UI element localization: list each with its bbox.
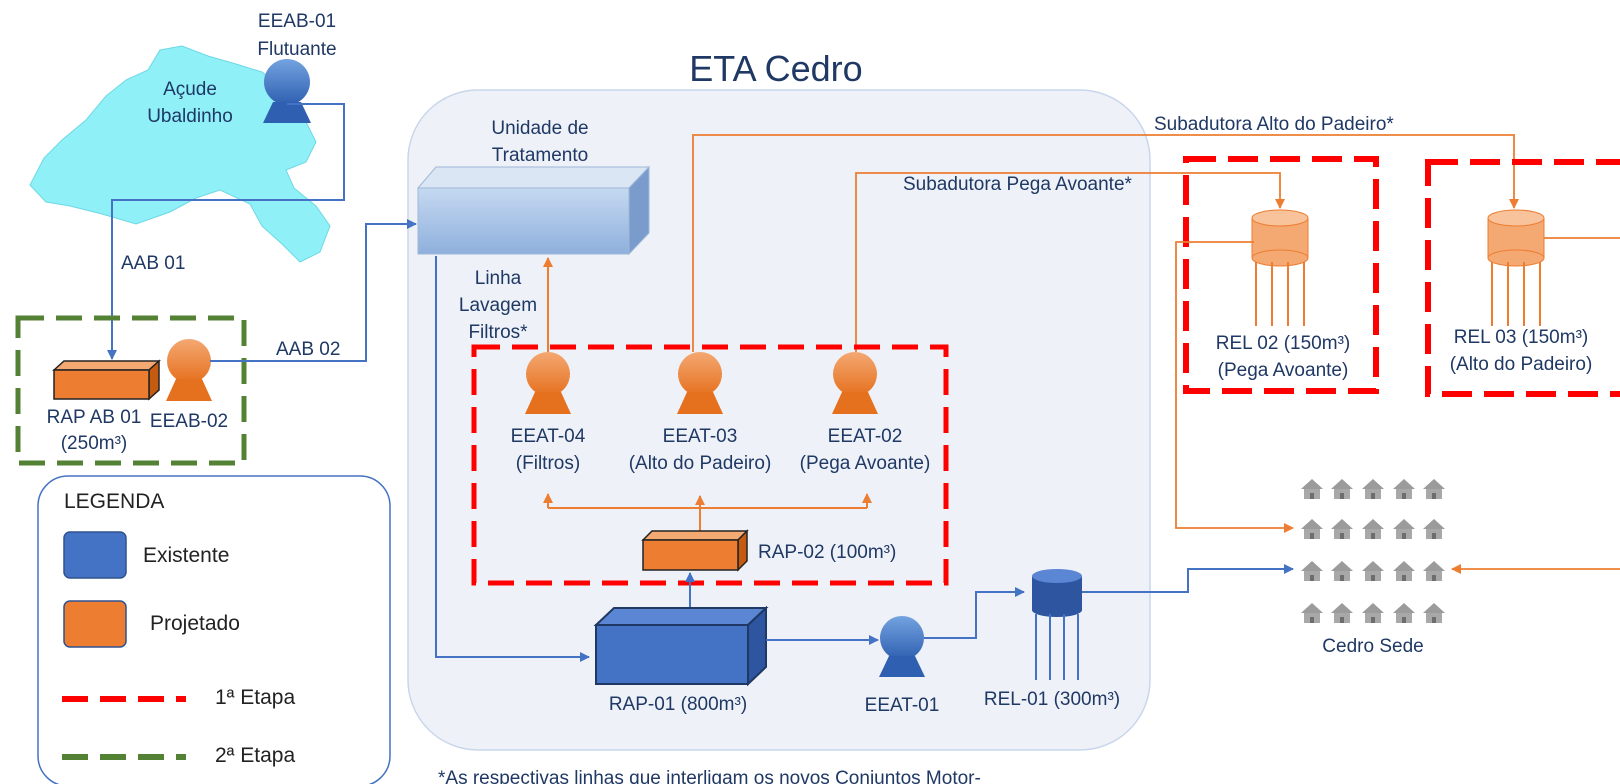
aab02-pipeline (210, 219, 417, 362)
rap02-tank-icon (641, 529, 749, 572)
rel02-label-line2: (Pega Avoante) (1218, 360, 1349, 381)
legend-projected-label: Projetado (150, 612, 240, 635)
aab01-pipeline (107, 103, 345, 360)
eta-station-area (407, 89, 1151, 751)
legend-title: LEGENDA (64, 490, 164, 513)
stage1-boundary-rel03 (1425, 159, 1620, 397)
subadutora-alto-label: Subadutora Alto do Padeiro* (1154, 114, 1394, 135)
eeab01-label-line1: EEAB-01 (258, 11, 336, 32)
rap-ab01-label-line2: (250m³) (61, 433, 128, 454)
house-icon (1393, 603, 1415, 623)
eeat02-pump-icon (832, 352, 878, 414)
house-icon (1301, 561, 1323, 581)
stage1-boundary-pumps (471, 344, 949, 586)
eeat02-label-line2: (Pega Avoante) (800, 453, 931, 474)
house-icon (1423, 603, 1445, 623)
eeat01-to-rel01-pipe (924, 587, 1025, 639)
eeat04-pump-icon (525, 352, 571, 414)
rap-ab01-label-line1: RAP AB 01 (47, 407, 142, 428)
rel02-label-line1: REL 02 (150m³) (1216, 333, 1350, 354)
house-icon (1362, 479, 1384, 499)
rel03-tank-icon (1487, 209, 1545, 326)
house-icon (1423, 561, 1445, 581)
house-icon (1331, 561, 1353, 581)
reservoir-label-line1: Açude (163, 79, 217, 100)
eeab01-label-line2: Flutuante (257, 39, 336, 60)
eeat03-label-line1: EEAT-03 (663, 426, 738, 447)
rap-ab01-tank-icon (52, 359, 161, 401)
rap02-label: RAP-02 (100m³) (758, 542, 896, 563)
house-icon (1423, 479, 1445, 499)
legend-existing-label: Existente (143, 544, 229, 567)
eeat03-pump-icon (677, 352, 723, 414)
rap01-tank-icon (593, 605, 769, 687)
rap01-label: RAP-01 (800m³) (609, 694, 747, 715)
aab01-label: AAB 01 (121, 253, 185, 274)
eeab01-pump-icon (263, 59, 311, 123)
eeat01-pump-icon (879, 616, 925, 677)
house-icon (1393, 519, 1415, 539)
eeab02-label: EEAB-02 (150, 411, 228, 432)
station-title: ETA Cedro (689, 48, 862, 89)
eeat02-label-line1: EEAT-02 (828, 426, 903, 447)
house-icon (1393, 561, 1415, 581)
wash-line-label-line1: Linha (475, 268, 522, 289)
house-icon (1301, 479, 1323, 499)
house-icon (1393, 479, 1415, 499)
aab02-label: AAB 02 (276, 339, 340, 360)
house-icon (1301, 603, 1323, 623)
house-icon (1331, 519, 1353, 539)
house-icon (1301, 519, 1323, 539)
rel01-to-cedro-pipe (1082, 564, 1294, 593)
cedro-sede-label: Cedro Sede (1322, 636, 1423, 657)
treatment-label-line1: Unidade de (491, 118, 588, 139)
house-icon (1362, 519, 1384, 539)
house-icon (1331, 603, 1353, 623)
rel03-label-line2: (Alto do Padeiro) (1450, 354, 1593, 375)
legend-stage1-label: 1ª Etapa (215, 686, 295, 709)
wash-line-label-line2: Lavagem (459, 295, 537, 316)
eeab02-pump-icon (166, 339, 212, 401)
stage2-boundary (15, 315, 247, 466)
wash-line-label-line3: Filtros* (468, 322, 528, 343)
rel01-label: REL-01 (300m³) (984, 689, 1120, 710)
rel03-label-line1: REL 03 (150m³) (1454, 327, 1588, 348)
reservoir-lake (29, 45, 331, 263)
legend-projected-swatch (63, 600, 127, 648)
eeat04-label-line1: EEAT-04 (511, 426, 586, 447)
legend-stage2-label: 2ª Etapa (215, 744, 295, 767)
eeat04-label-line2: (Filtros) (516, 453, 580, 474)
eeat03-label-line2: (Alto do Padeiro) (629, 453, 772, 474)
rel02-to-cedro-pipe (1175, 241, 1294, 533)
rel01-tank-icon (1032, 569, 1082, 680)
house-icon (1362, 603, 1384, 623)
reservoir-label-line2: Ubaldinho (147, 106, 233, 127)
house-icon (1423, 519, 1445, 539)
footnote: *As respectivas linhas que interligam os… (438, 768, 981, 784)
rel02-tank-icon (1251, 209, 1309, 326)
legend-existing-swatch (63, 531, 127, 579)
eeat01-label: EEAT-01 (865, 695, 940, 716)
stage1-boundary-rel02 (1183, 156, 1379, 394)
subadutora-alto-padeiro-pipe (692, 134, 1519, 352)
treated-water-line (435, 256, 590, 662)
subadutora-pega-avoante-pipe (855, 172, 1285, 352)
house-icon (1331, 479, 1353, 499)
house-icon (1362, 561, 1384, 581)
treatment-unit-icon (416, 165, 651, 256)
treatment-label-line2: Tratamento (492, 145, 588, 166)
cedro-sede-houses-icon (1301, 479, 1445, 623)
subadutora-pega-label: Subadutora Pega Avoante* (903, 174, 1133, 195)
